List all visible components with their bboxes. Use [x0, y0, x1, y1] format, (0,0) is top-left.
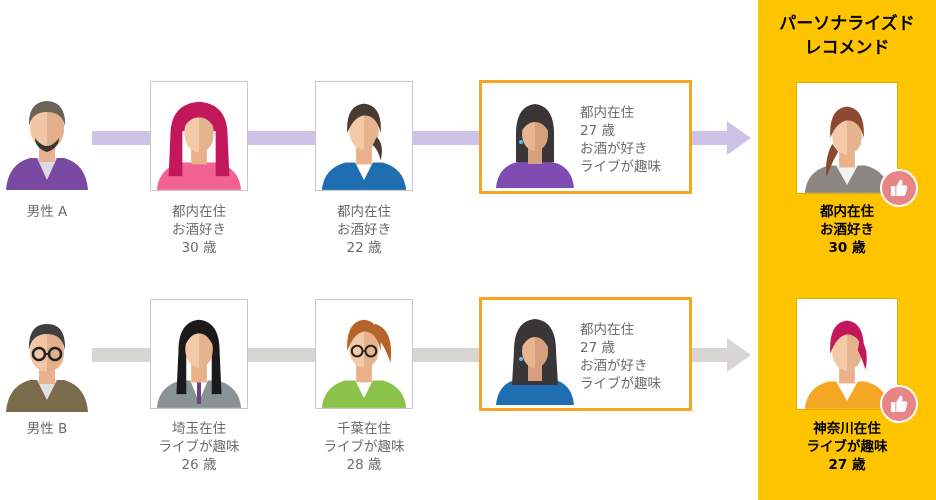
history-item-label: 埼玉在住 ライブが趣味 26 歳	[158, 421, 240, 473]
profile-avatar	[492, 90, 578, 188]
flow-bar	[92, 348, 150, 362]
history-item-card	[315, 299, 413, 409]
thumbs-up-icon	[880, 169, 918, 207]
user-label: 男性 A	[26, 204, 68, 220]
flow-bar	[692, 131, 728, 145]
recommended-item-label: 神奈川在住 ライブが趣味 27 歳	[806, 421, 888, 473]
thumbs-up-icon	[880, 385, 918, 423]
panel-title: パーソナライズド レコメンド	[779, 14, 915, 58]
flow-bar	[248, 348, 315, 362]
flow-bar	[92, 131, 150, 145]
recommended-item-card	[796, 298, 898, 410]
history-item-label: 都内在住 お酒好き 22 歳	[337, 204, 391, 256]
profile-attributes: 都内在住 27 歳 お酒が好き ライブが趣味	[580, 105, 661, 175]
recommended-item-label: 都内在住 お酒好き 30 歳	[820, 204, 874, 256]
profile-attributes: 都内在住 27 歳 お酒が好き ライブが趣味	[580, 322, 661, 392]
recommended-item-card	[796, 82, 898, 194]
arrow-right-icon	[727, 121, 751, 155]
history-item-label: 都内在住 お酒好き 30 歳	[172, 204, 226, 256]
user-label: 男性 B	[26, 421, 68, 437]
history-item-card	[315, 81, 413, 191]
flow-bar	[413, 131, 480, 145]
flow-bar	[413, 348, 480, 362]
avatar-user-a	[2, 92, 92, 190]
flow-bar	[248, 131, 315, 145]
avatar-user-b	[2, 316, 92, 412]
history-item-card	[150, 299, 248, 409]
arrow-right-icon	[727, 338, 751, 372]
history-item-card	[150, 81, 248, 191]
profile-avatar	[492, 307, 578, 405]
flow-bar	[692, 348, 728, 362]
history-item-label: 千葉在住 ライブが趣味 28 歳	[323, 421, 405, 473]
